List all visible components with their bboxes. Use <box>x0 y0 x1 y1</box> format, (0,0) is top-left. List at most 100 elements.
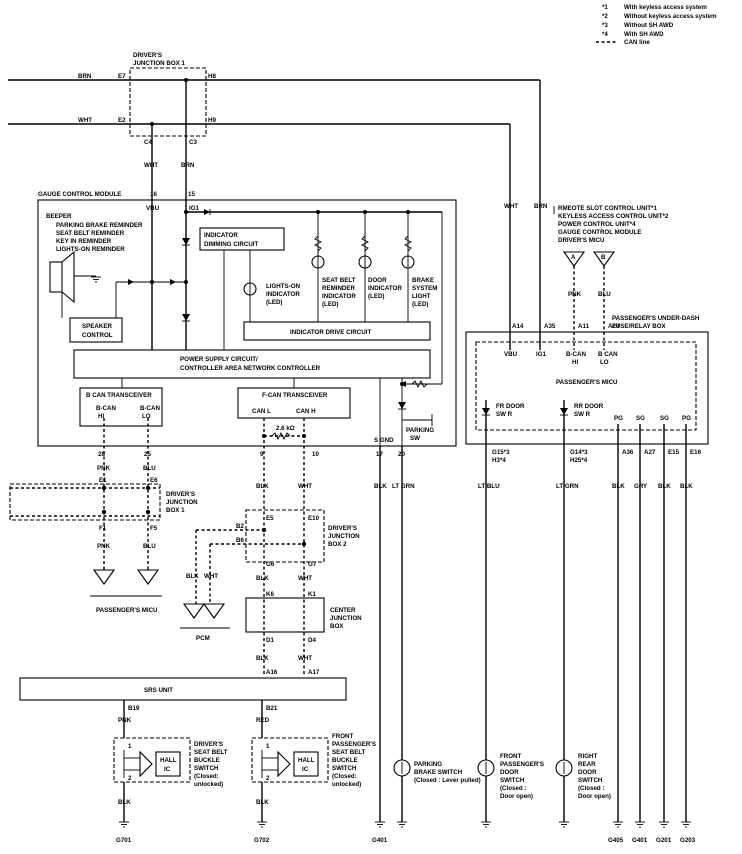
svg-text:(Closed :: (Closed : <box>500 785 526 792</box>
svg-text:BRN: BRN <box>78 73 92 80</box>
svg-text:B6: B6 <box>236 537 244 544</box>
svg-text:10: 10 <box>312 451 319 458</box>
svg-text:E1: E1 <box>99 477 107 484</box>
svg-text:WHT: WHT <box>78 117 92 124</box>
svg-text:PASSENGER'S: PASSENGER'S <box>332 741 376 748</box>
svg-text:DOOR: DOOR <box>368 277 387 284</box>
svg-text:BLK: BLK <box>256 483 269 490</box>
svg-text:*4: *4 <box>602 31 608 38</box>
svg-text:PG: PG <box>682 415 691 422</box>
svg-text:(LED): (LED) <box>368 293 385 300</box>
svg-text:POWER SUPPLY CIRCUIT/: POWER SUPPLY CIRCUIT/ <box>180 356 258 363</box>
svg-text:SYSTEM: SYSTEM <box>412 285 437 292</box>
svg-text:DOOR: DOOR <box>578 769 597 776</box>
svg-text:C3: C3 <box>189 139 197 146</box>
svg-text:DRIVER'S: DRIVER'S <box>194 741 223 748</box>
svg-text:A29: A29 <box>608 323 620 330</box>
svg-text:SG: SG <box>636 415 645 422</box>
svg-text:E15: E15 <box>668 449 680 456</box>
svg-text:RED: RED <box>256 717 270 724</box>
svg-text:KEY IN REMINDER: KEY IN REMINDER <box>56 238 112 245</box>
svg-text:S GND: S GND <box>374 437 394 444</box>
svg-text:PARKING BRAKE REMINDER: PARKING BRAKE REMINDER <box>56 222 143 229</box>
svg-text:HI: HI <box>98 413 104 420</box>
svg-text:D4: D4 <box>308 637 316 644</box>
svg-text:LIGHTS-ON REMINDER: LIGHTS-ON REMINDER <box>56 246 125 253</box>
svg-text:K6: K6 <box>266 591 274 598</box>
svg-text:REMINDER: REMINDER <box>322 285 356 292</box>
svg-text:BLK: BLK <box>256 575 269 582</box>
svg-text:BOX 1: BOX 1 <box>166 507 185 514</box>
svg-text:WHT: WHT <box>504 203 518 210</box>
svg-text:JUNCTION: JUNCTION <box>330 615 362 622</box>
svg-text:(Closed:: (Closed: <box>194 773 219 780</box>
svg-text:IC: IC <box>164 766 171 773</box>
svg-text:1: 1 <box>266 743 270 750</box>
svg-text:16: 16 <box>150 191 157 198</box>
svg-text:HI: HI <box>572 359 578 366</box>
svg-text:WHT: WHT <box>298 483 312 490</box>
svg-text:BRAKE: BRAKE <box>412 277 434 284</box>
svg-text:INDICATOR: INDICATOR <box>322 293 356 300</box>
svg-text:E10: E10 <box>308 515 320 522</box>
svg-text:*2: *2 <box>602 13 608 20</box>
svg-text:SW R: SW R <box>496 411 513 418</box>
svg-text:(Closed:: (Closed: <box>332 773 357 780</box>
can-wiring-left: 28 25 PNK BLU E1 E6 DRIVER'S JUNCTION BO… <box>9 418 198 614</box>
svg-text:BOX: BOX <box>330 623 344 630</box>
svg-text:Door open): Door open) <box>578 793 611 800</box>
svg-text:G701: G701 <box>116 837 132 844</box>
svg-text:BLU: BLU <box>598 291 611 298</box>
svg-text:BOX 2: BOX 2 <box>328 541 347 548</box>
svg-text:CONTROL: CONTROL <box>82 332 113 339</box>
svg-text:PARKING: PARKING <box>414 761 442 768</box>
svg-text:INDICATOR: INDICATOR <box>368 285 402 292</box>
svg-text:GAUGE CONTROL MODULE: GAUGE CONTROL MODULE <box>558 229 641 236</box>
svg-text:WHT: WHT <box>144 162 158 169</box>
svg-text:PCM: PCM <box>196 635 210 642</box>
svg-text:BLK: BLK <box>374 483 387 490</box>
svg-text:A36: A36 <box>622 449 634 456</box>
svg-text:RMEOTE SLOT CONTROL UNIT*1: RMEOTE SLOT CONTROL UNIT*1 <box>558 205 657 212</box>
svg-text:G7: G7 <box>308 561 317 568</box>
svg-text:B CAN: B CAN <box>598 351 618 358</box>
led-seat-belt: SEAT BELT REMINDER INDICATOR (LED) <box>311 210 356 322</box>
svg-text:E6: E6 <box>150 477 158 484</box>
svg-text:A11: A11 <box>578 323 590 330</box>
svg-text:G401: G401 <box>372 837 388 844</box>
svg-text:C4: C4 <box>144 139 152 146</box>
svg-text:SWITCH: SWITCH <box>578 777 603 784</box>
svg-text:GAUGE CONTROL MODULE: GAUGE CONTROL MODULE <box>38 191 121 198</box>
svg-text:PARKING: PARKING <box>406 427 434 434</box>
svg-text:25: 25 <box>144 451 151 458</box>
svg-text:BLK: BLK <box>256 655 269 662</box>
svg-text:DIMMING CIRCUIT: DIMMING CIRCUIT <box>204 241 259 248</box>
svg-text:RIGHT: RIGHT <box>578 753 597 760</box>
svg-text:DRIVER'S: DRIVER'S <box>133 52 162 59</box>
svg-text:FR DOOR: FR DOOR <box>496 403 525 410</box>
svg-text:F-CAN TRANSCEIVER: F-CAN TRANSCEIVER <box>262 392 328 399</box>
svg-text:DRIVER'S MICU: DRIVER'S MICU <box>558 237 605 244</box>
svg-text:CAN H: CAN H <box>296 408 316 415</box>
gauge-control-module: GAUGE CONTROL MODULE 16 15 VBU IG1 BEEPE… <box>37 191 457 447</box>
srs-unit: SRS UNIT B19 B21 PNK RED <box>19 677 347 738</box>
svg-text:BRAKE SWITCH: BRAKE SWITCH <box>414 769 463 776</box>
svg-text:PASSENGER'S UNDER-DASH: PASSENGER'S UNDER-DASH <box>612 315 700 322</box>
svg-text:(LED): (LED) <box>266 299 283 306</box>
svg-text:SWITCH: SWITCH <box>500 777 525 784</box>
svg-text:G14*3: G14*3 <box>570 449 588 456</box>
svg-text:With SH AWD: With SH AWD <box>624 31 664 38</box>
svg-text:DRIVER'S: DRIVER'S <box>328 525 357 532</box>
svg-text:DOOR: DOOR <box>500 769 519 776</box>
svg-text:BEEPER: BEEPER <box>46 213 72 220</box>
svg-text:unlocked): unlocked) <box>332 781 361 788</box>
svg-text:B CAN TRANSCEIVER: B CAN TRANSCEIVER <box>86 392 152 399</box>
svg-text:H3*4: H3*4 <box>492 457 506 464</box>
svg-text:SPEAKER: SPEAKER <box>82 323 112 330</box>
svg-text:REAR: REAR <box>578 761 596 768</box>
svg-text:LIGHTS-ON: LIGHTS-ON <box>266 283 301 290</box>
svg-text:G401: G401 <box>632 837 648 844</box>
svg-text:BLK: BLK <box>256 799 269 806</box>
svg-text:POWER CONTROL UNIT*4: POWER CONTROL UNIT*4 <box>558 221 636 228</box>
